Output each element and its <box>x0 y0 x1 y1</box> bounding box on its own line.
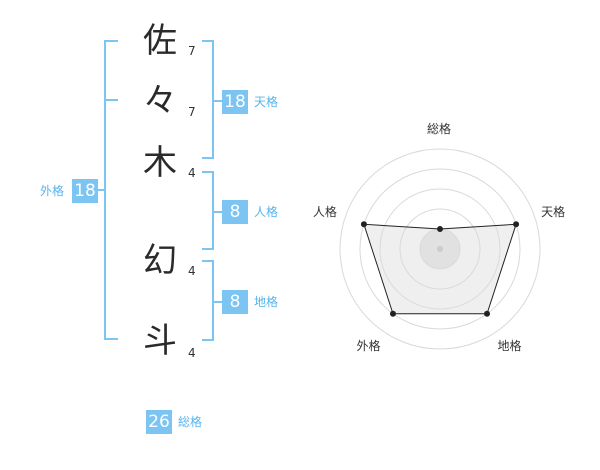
radar-point-2 <box>513 221 520 228</box>
chikaku-bracket <box>202 260 214 341</box>
stroke-count-2: 7 <box>188 105 196 119</box>
radar-grid <box>339 148 541 350</box>
soukaku-label: 総格 <box>178 415 203 429</box>
jinkaku-bracket-connector <box>212 211 222 213</box>
name-char-4: 幻 <box>143 241 177 281</box>
radar-point-3 <box>484 310 491 317</box>
stroke-count-5: 4 <box>188 346 196 360</box>
stroke-count-4: 4 <box>188 264 196 278</box>
radar-point-5 <box>360 221 367 228</box>
name-char-3: 木 <box>143 143 177 183</box>
tenkaku-label: 天格 <box>254 95 279 109</box>
stroke-count-1: 7 <box>188 44 196 58</box>
soukaku-value: 26 <box>146 410 172 434</box>
radar-ring <box>379 188 501 310</box>
jinkaku-bracket <box>202 171 214 250</box>
radar-ring <box>339 148 541 350</box>
radar-axis-label-1: 総格 <box>427 122 452 136</box>
name-char-2: 々 <box>143 81 177 121</box>
chikaku-bracket-connector <box>212 301 222 303</box>
tenkaku-value: 18 <box>222 90 248 114</box>
stroke-count-3: 4 <box>188 166 196 180</box>
name-char-5: 斗 <box>143 321 177 361</box>
name-char-1: 佐 <box>143 21 177 61</box>
radar-axis-label-5: 人格 <box>312 204 337 219</box>
gaikaku-value: 18 <box>72 179 98 203</box>
radar-point-1 <box>437 226 443 232</box>
tenkaku-bracket <box>202 40 214 159</box>
radar-point-4 <box>389 310 396 317</box>
gaikaku-bracket-tick <box>104 99 118 101</box>
radar-axis-label-3: 地格 <box>497 339 522 354</box>
radar-ring <box>399 208 481 290</box>
radar-center <box>437 246 443 252</box>
radar-axis-label-4: 外格 <box>356 339 381 354</box>
jinkaku-value: 8 <box>222 200 248 224</box>
tenkaku-bracket-connector <box>212 100 222 102</box>
jinkaku-label: 人格 <box>254 205 279 219</box>
gaikaku-bracket-connector <box>98 189 106 191</box>
radar-axis-label-2: 天格 <box>541 204 566 219</box>
chikaku-label: 地格 <box>254 295 279 309</box>
gaikaku-label: 外格 <box>40 184 65 198</box>
chikaku-value: 8 <box>222 290 248 314</box>
radar-polygon <box>363 223 517 315</box>
radar-series <box>360 221 520 317</box>
radar-ring <box>359 168 521 330</box>
